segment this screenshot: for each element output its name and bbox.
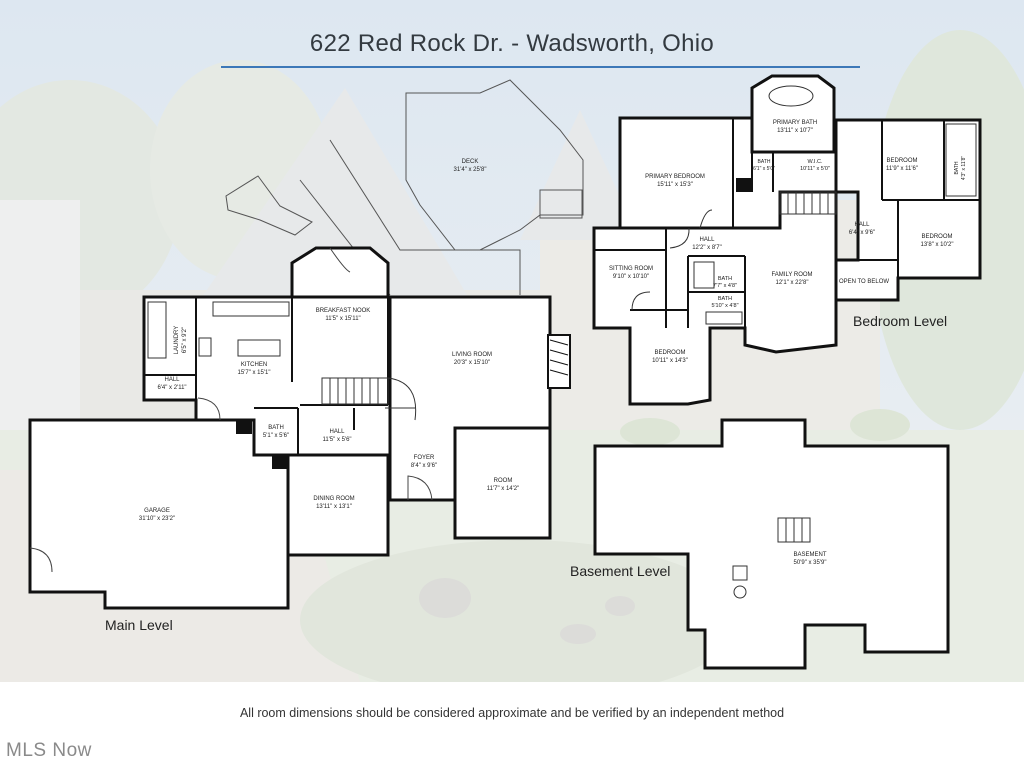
svg-text:BATH4'3" x 11'8": BATH4'3" x 11'8" bbox=[954, 156, 967, 180]
bedroom-level-plan bbox=[592, 74, 982, 406]
main-door-swings bbox=[29, 247, 433, 573]
title-underline bbox=[221, 66, 860, 68]
deck-outline bbox=[225, 79, 584, 296]
main-column-2 bbox=[272, 455, 288, 469]
basement-level-label: Basement Level bbox=[570, 563, 671, 579]
page-title: 622 Red Rock Dr. - Wadsworth, Ohio bbox=[309, 30, 715, 57]
main-column bbox=[236, 420, 252, 434]
basement-walls bbox=[593, 418, 950, 670]
basement-stairs bbox=[732, 517, 811, 599]
primary-bath-walls bbox=[750, 74, 836, 154]
main-walls bbox=[28, 295, 552, 610]
main-level-plan bbox=[28, 79, 584, 610]
bedroom-fixtures bbox=[631, 123, 977, 325]
main-stairs bbox=[147, 301, 417, 421]
main-level-label: Main Level bbox=[105, 617, 173, 633]
label-open-to-below: OPEN TO BELOW bbox=[839, 279, 889, 285]
label-bath-side: BATH4'3" x 11'8" bbox=[954, 156, 967, 180]
fireplace bbox=[547, 334, 571, 389]
bedroom-level-label: Bedroom Level bbox=[853, 313, 948, 329]
breakfast-nook-walls bbox=[290, 246, 390, 299]
dimensions-disclaimer: All room dimensions should be considered… bbox=[239, 706, 785, 720]
bedroom-interior-partitions bbox=[594, 118, 980, 345]
bedroom-column bbox=[736, 178, 752, 192]
mls-now-watermark: MLS Now bbox=[6, 740, 92, 761]
basement-level-plan bbox=[593, 418, 950, 670]
label-wic: W.I.C.10'11" x 5'0" bbox=[800, 159, 830, 172]
